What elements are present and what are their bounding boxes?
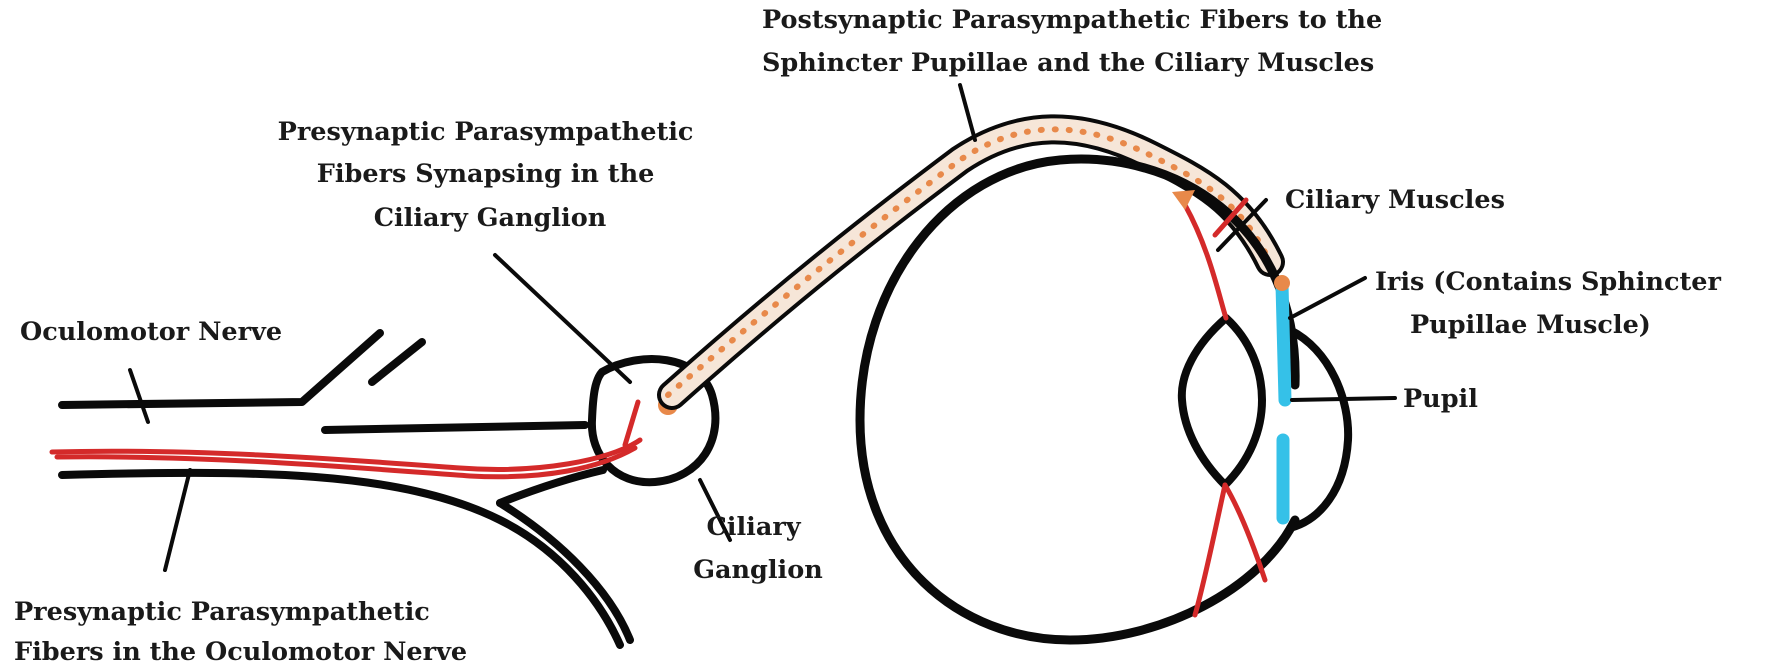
label-presynaptic-synapsing: Presynaptic Parasympathetic Fibers Synap… [278,117,703,233]
label-iris: Iris (Contains Sphincter Pupillae Muscle… [1375,267,1730,340]
presynaptic-fiber [52,402,640,477]
label-oculomotor-nerve: Oculomotor Nerve [20,317,282,347]
iris [1274,275,1290,518]
label-presynaptic-in-nerve: Presynaptic Parasympathetic Fibers in th… [14,597,467,667]
label-ciliary-muscles: Ciliary Muscles [1285,185,1505,215]
eyeball [860,159,1348,640]
label-postsynaptic-fibers: Postsynaptic Parasympathetic Fibers to t… [762,5,1391,78]
ciliary-muscle-marker [1172,190,1195,210]
label-pupil: Pupil [1403,384,1478,414]
ciliary-muscle-fibers [1185,200,1265,615]
label-ciliary-ganglion: Ciliary Ganglion [693,512,823,585]
postsynaptic-fiber [668,129,1270,395]
lens [1182,318,1262,485]
